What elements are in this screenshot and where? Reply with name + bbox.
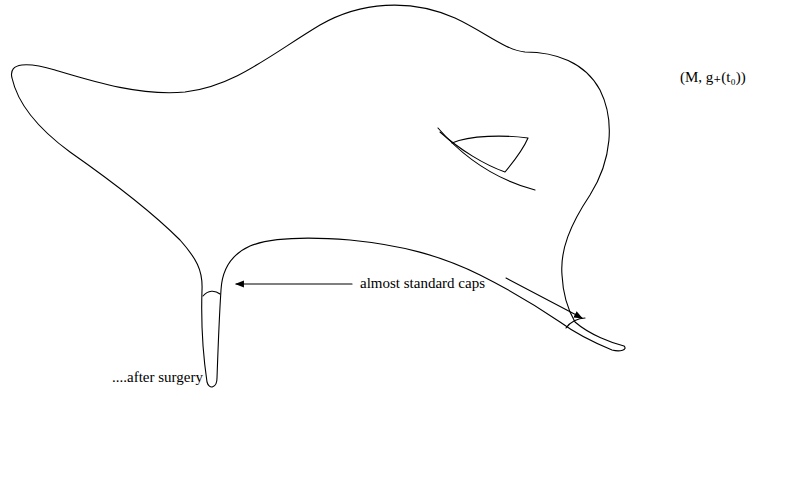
caption-note: ....after surgery bbox=[112, 368, 203, 386]
surface-outline bbox=[11, 5, 625, 387]
handle-upper bbox=[440, 132, 528, 172]
cap-seam bbox=[203, 291, 220, 296]
handle-lower bbox=[438, 128, 535, 190]
leader-arrow bbox=[506, 278, 582, 318]
space-label: (M, g₊(t₀)) bbox=[680, 68, 746, 86]
cap-seam bbox=[566, 318, 585, 328]
cap-callout: almost standard caps bbox=[360, 274, 485, 292]
leader-arrow bbox=[236, 283, 352, 284]
